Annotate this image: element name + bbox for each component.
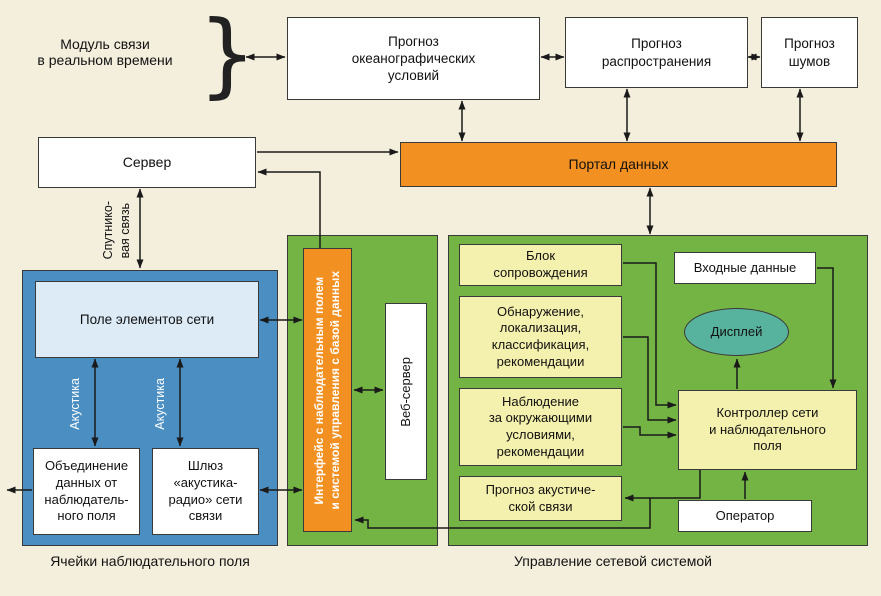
data-portal-box: Портал данных <box>400 142 837 187</box>
acoustic-radio-gateway-box: Шлюз «акустика- радио» сети связи <box>152 448 259 535</box>
brace-glyph: } <box>198 1 257 108</box>
arrow-control-interface-return <box>354 498 651 529</box>
forecast-noise-box: Прогноз шумов <box>761 17 858 88</box>
environment-box: Наблюдение за окружающими условиями, рек… <box>459 388 622 466</box>
server-box: Сервер <box>38 137 256 188</box>
input-data-box: Входные данные <box>674 252 816 284</box>
operator-box: Оператор <box>678 500 812 532</box>
acoustics-left-label: Акустика <box>67 378 82 430</box>
interface-box: Интерфейс с наблюдательным полем и систе… <box>303 248 352 532</box>
satellite-link-label: Спутнико- вая связь <box>101 200 132 260</box>
display-ellipse: Дисплей <box>684 308 789 356</box>
tracking-box: Блок сопровождения <box>459 244 622 286</box>
detection-box: Обнаружение, локализация, классификация,… <box>459 296 622 378</box>
arrow-tracking-controller <box>623 262 677 409</box>
arrow-environment-controller <box>623 426 677 439</box>
web-server-box: Веб-сервер <box>385 303 427 480</box>
acoustic-comms-forecast-box: Прогноз акустиче- ской связи <box>459 476 622 521</box>
data-merge-box: Объединение данных от наблюдатель- ного … <box>33 448 140 535</box>
field-cluster-caption: Ячейки наблюдательного поля <box>50 553 250 569</box>
arrow-controller-acforecast <box>624 470 701 502</box>
arrow-detection-controller <box>623 336 677 424</box>
control-cluster-caption: Управление сетевой системой <box>514 553 712 569</box>
network-controller-box: Контроллер сети и наблюдательного поля <box>678 390 857 470</box>
network-elements-field-box: Поле элементов сети <box>35 281 259 358</box>
forecast-ocean-box: Прогноз океанографических условий <box>287 17 540 100</box>
arrow-interface-server <box>257 168 321 248</box>
realtime-comms-label: Модуль связи в реальном времени <box>37 36 173 68</box>
forecast-propagation-box: Прогноз распространения <box>565 17 748 88</box>
acoustics-right-label: Акустика <box>152 378 167 430</box>
arrow-inputdata-controller <box>817 267 837 389</box>
